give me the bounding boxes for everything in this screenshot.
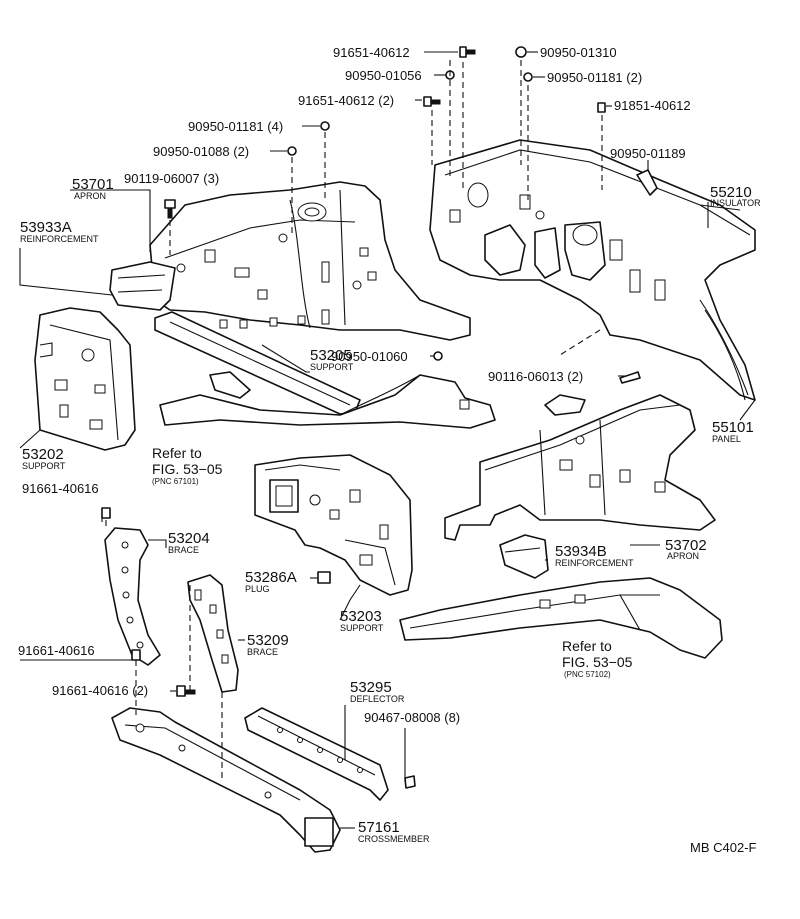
brace-53204-drawing [104, 527, 161, 666]
callout-labels: 91651-40612 90950-01310 90950-01056 9095… [18, 45, 691, 725]
callout-91661-40616-b: 91661-40616 [18, 643, 95, 658]
part-labels: 53701 APRON 53933A REINFORCEMENT 55210 I… [20, 176, 761, 844]
part-code-53701: 53701 [72, 176, 114, 193]
part-code-53209: 53209 [247, 632, 289, 649]
part-name-53202: SUPPORT [22, 461, 66, 471]
part-name-53203: SUPPORT [340, 623, 384, 633]
crossmember-57161-drawing [111, 707, 341, 853]
ref-left-line1: Refer to [152, 445, 202, 461]
part-name-53204: BRACE [168, 545, 199, 555]
assembly-lines [105, 60, 603, 780]
callout-90950-01181-2: 90950-01181 (2) [547, 70, 642, 85]
callout-90950-01310: 90950-01310 [540, 45, 617, 60]
part-name-53701: APRON [74, 191, 106, 201]
part-code-53202: 53202 [22, 446, 64, 463]
callout-90950-01088-2: 90950-01088 (2) [153, 144, 249, 159]
ref-right-line2: FIG. 53−05 [562, 654, 633, 670]
part-code-53286a: 53286A [245, 569, 297, 586]
leader-lines [19, 51, 756, 829]
callout-90950-01060: 90950-01060 [331, 349, 408, 364]
part-code-57161: 57161 [358, 819, 400, 836]
apron-53702-drawing [444, 394, 716, 541]
part-code-55210: 55210 [710, 184, 752, 201]
callout-91651-40612-top: 91651-40612 [333, 45, 410, 60]
brace-53209-drawing [187, 574, 239, 693]
support-53205-drawing [154, 311, 496, 429]
part-code-53933a: 53933A [20, 219, 72, 236]
callout-90950-01189: 90950-01189 [610, 146, 686, 161]
ref-right-line1: Refer to [562, 638, 612, 654]
reinforcement-53933a-drawing [109, 261, 176, 311]
part-code-53204: 53204 [168, 530, 210, 547]
ref-right-pnc: (PNC 57102) [564, 670, 611, 679]
callout-90467-08008-8: 90467-08008 (8) [364, 710, 460, 725]
callout-91651-40612-2: 91651-40612 (2) [298, 93, 394, 108]
ref-left-line2: FIG. 53−05 [152, 461, 223, 477]
part-name-53205: SUPPORT [310, 362, 354, 372]
callout-90116-06013-2: 90116-06013 (2) [488, 369, 583, 384]
part-code-53295: 53295 [350, 679, 392, 696]
plug-90950-01189-drawing [636, 169, 658, 196]
deflector-53295-drawing [244, 707, 389, 801]
part-code-53702: 53702 [665, 537, 707, 554]
callout-91851-40612: 91851-40612 [614, 98, 691, 113]
part-name-55210: INSULATOR [710, 198, 761, 208]
fasteners [101, 46, 641, 789]
part-name-53934b: REINFORCEMENT [555, 558, 634, 568]
part-name-57161: CROSSMEMBER [358, 834, 430, 844]
callout-90950-01181-4: 90950-01181 (4) [188, 119, 283, 134]
part-name-53286a: PLUG [245, 584, 270, 594]
part-name-55101: PANEL [712, 434, 741, 444]
reinforcement-53934b-drawing [499, 534, 549, 579]
callout-90950-01056: 90950-01056 [345, 68, 422, 83]
callout-91661-40616-a: 91661-40616 [22, 481, 99, 496]
frame-rail-right-drawing [399, 577, 723, 659]
part-name-53933a: REINFORCEMENT [20, 234, 99, 244]
callout-90119-06007-3: 90119-06007 (3) [124, 171, 219, 186]
part-code-53203: 53203 [340, 608, 382, 625]
part-name-53702: APRON [667, 551, 699, 561]
part-code-53205: 53205 [310, 347, 352, 364]
part-name-53295: DEFLECTOR [350, 694, 405, 704]
apron-53701-drawing [149, 181, 471, 341]
support-53203-drawing [254, 454, 413, 596]
part-code-55101: 55101 [712, 419, 754, 436]
support-53202-drawing [34, 307, 136, 451]
part-name-53209: BRACE [247, 647, 278, 657]
plug-53286a-drawing [317, 571, 331, 584]
part-code-53934b: 53934B [555, 543, 607, 560]
figure-id: MB C402-F [690, 840, 757, 855]
ref-left-pnc: (PNC 67101) [152, 477, 199, 486]
panel-55101-drawing [429, 139, 756, 401]
callout-91661-40616-2: 91661-40616 (2) [52, 683, 148, 698]
reference-notes: Refer to FIG. 53−05 (PNC 67101) Refer to… [152, 445, 633, 679]
